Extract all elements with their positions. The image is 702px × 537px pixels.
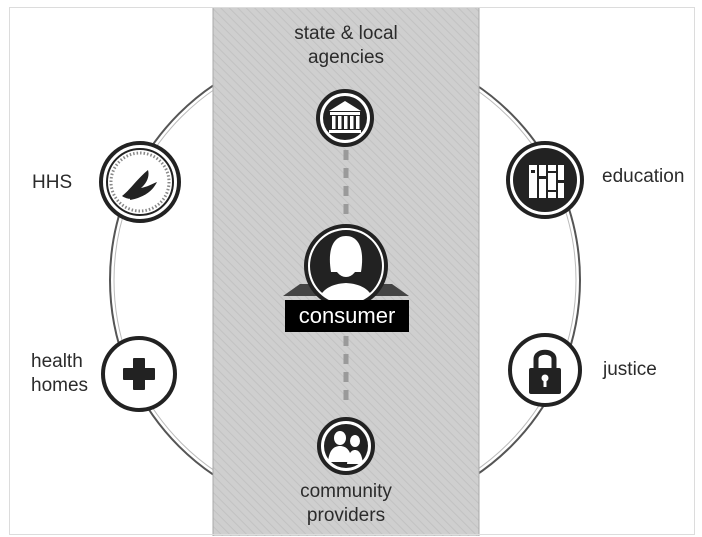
health-homes-line2: homes xyxy=(31,375,89,396)
books-icon xyxy=(506,141,584,219)
person-avatar-icon xyxy=(283,224,409,308)
community-providers-line1: community xyxy=(300,481,392,502)
people-group-icon xyxy=(317,417,375,475)
health-homes-label: health homes xyxy=(31,350,88,398)
government-building-icon xyxy=(316,89,374,147)
health-homes-line1: health xyxy=(31,351,83,372)
hhs-label: HHS xyxy=(32,172,73,193)
education-label: education xyxy=(602,166,685,187)
state-local-agencies-line1: state & local xyxy=(294,23,398,44)
community-providers-line2: providers xyxy=(306,505,386,526)
consumer-label: consumer xyxy=(285,300,409,332)
diagram-frame xyxy=(9,7,695,535)
state-local-agencies-line2: agencies xyxy=(307,47,385,68)
state-local-agencies-label: state & local agencies xyxy=(258,22,434,70)
hhs-eagle-seal-icon xyxy=(99,141,181,223)
medical-cross-icon xyxy=(101,336,177,412)
padlock-icon xyxy=(508,333,582,407)
community-providers-label: community providers xyxy=(258,480,434,528)
justice-label: justice xyxy=(603,359,657,380)
